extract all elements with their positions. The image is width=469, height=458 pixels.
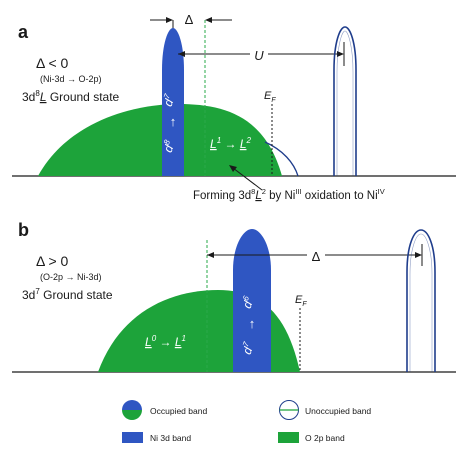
panel-a-fermi-label: EF <box>264 90 276 104</box>
panel-a-delta-arrowhead-right <box>205 17 212 23</box>
panel-a-unoccupied-band-inner <box>336 30 354 176</box>
panel-a-annotation: Forming 3d8L2 by NiIII oxidation to NiIV <box>193 187 385 202</box>
panel-b-d6: d6 <box>239 294 257 310</box>
panel-a-label: a <box>18 22 29 42</box>
panel-a-u-arrowhead-right <box>337 51 344 57</box>
legend-o2p-label: O 2p band <box>305 433 345 443</box>
panel-b-label: b <box>18 220 29 240</box>
panel-a-d7: d7 <box>160 92 178 108</box>
panel-b-delta-arrowhead-right <box>415 252 422 258</box>
panel-b-delta-label-bg <box>307 246 325 264</box>
panel-b-fermi-label: EF <box>295 294 307 308</box>
panel-a-u-arrowhead-left <box>178 51 185 57</box>
panel-b-d7: d7 <box>239 340 257 356</box>
panel-a: a Δ < 0 (Ni-3d → O-2p) 3d8L Ground state… <box>12 12 456 202</box>
panel-a-delta-arrowhead-left <box>166 17 173 23</box>
panel-a-u-symbol: U <box>254 48 264 63</box>
panel-b-ground-state: 3d7 Ground state <box>22 287 113 302</box>
panel-b-delta-arrowhead-left <box>207 252 214 258</box>
panel-a-unoccupied-band <box>333 26 357 176</box>
ni3d-band-a <box>162 28 184 176</box>
panel-a-annotation-pointer <box>232 167 263 191</box>
panel-a-delta-symbol: Δ <box>185 12 194 27</box>
ni3d-swatch-icon <box>122 432 143 443</box>
panel-b-ligand-transition: L0 → L1 <box>145 334 186 349</box>
panel-a-delta-condition: Δ < 0 <box>36 55 69 71</box>
panel-b-unoccupied-band <box>406 229 436 372</box>
panel-a-ligand-transition: L1 → L2 <box>210 136 252 151</box>
legend-unoccupied-label: Unoccupied band <box>305 406 371 416</box>
panel-a-charge-transfer: (Ni-3d → O-2p) <box>40 74 102 84</box>
ni3d-band-b <box>233 229 271 372</box>
panel-b: b Δ > 0 (O-2p → Ni-3d) 3d7 Ground state … <box>12 220 456 373</box>
legend-ni3d-label: Ni 3d band <box>150 433 191 443</box>
panel-b-delta-condition: Δ > 0 <box>36 253 69 269</box>
panel-a-arrow: ↑ <box>170 114 177 129</box>
panel-a-annotation-arrowhead <box>229 165 237 172</box>
o2p-swatch-icon <box>278 432 299 443</box>
o2p-band-a <box>38 104 282 176</box>
panel-a-u-label-bg <box>250 45 268 63</box>
occupied-band-icon <box>122 400 142 420</box>
legend: Occupied band Unoccupied band Ni 3d band… <box>122 400 371 443</box>
unoccupied-band-icon <box>279 400 299 420</box>
panel-a-d8: d8 <box>160 138 178 154</box>
panel-b-charge-transfer: (O-2p → Ni-3d) <box>40 272 102 282</box>
panel-b-unoccupied-band-inner <box>409 233 433 372</box>
panel-b-arrow: ↑ <box>249 316 256 331</box>
o2p-band-a-unoccupied <box>264 141 299 177</box>
panel-a-ground-state: 3d8L Ground state <box>22 89 120 104</box>
panel-b-delta-symbol: Δ <box>312 249 321 264</box>
legend-occupied-label: Occupied band <box>150 406 207 416</box>
